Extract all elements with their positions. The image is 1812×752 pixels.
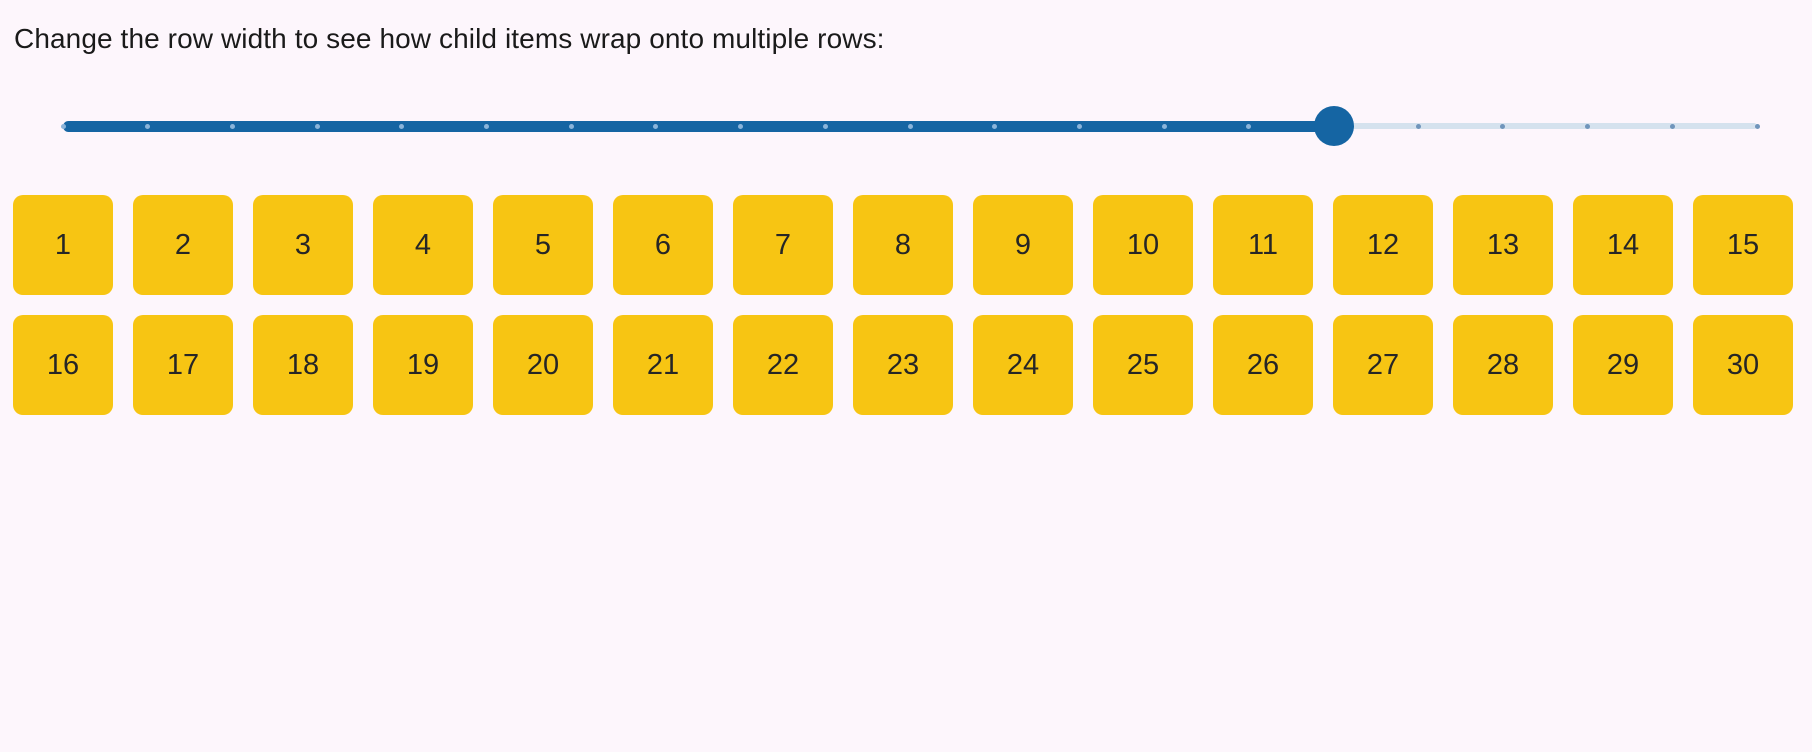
grid-item: 9 [973,195,1073,295]
slider-tick [399,123,405,129]
slider-tick [145,123,151,129]
grid-item: 4 [373,195,473,295]
slider-tick [1754,123,1760,129]
slider-tick [738,123,744,129]
slider-tick [822,123,828,129]
grid-item: 20 [493,315,593,415]
grid-item: 19 [373,315,473,415]
slider-fill[interactable] [63,120,1334,132]
grid-item: 11 [1213,195,1313,295]
grid-item: 22 [733,315,833,415]
grid-item: 25 [1093,315,1193,415]
slider-tick [1500,123,1506,129]
grid-item: 15 [1693,195,1793,295]
grid-item: 5 [493,195,593,295]
grid-item: 26 [1213,315,1313,415]
slider-tick [1246,123,1252,129]
grid-item: 7 [733,195,833,295]
grid-item: 24 [973,315,1073,415]
slider-tick [60,123,66,129]
grid-item: 17 [133,315,233,415]
grid-item: 27 [1333,315,1433,415]
instruction-text: Change the row width to see how child it… [14,23,885,54]
slider-tick [992,123,998,129]
slider-tick [1669,123,1675,129]
grid-item: 8 [853,195,953,295]
grid-item: 2 [133,195,233,295]
grid-item: 6 [613,195,713,295]
slider-tick [568,123,574,129]
grid-item: 30 [1693,315,1793,415]
slider-tick [1415,123,1421,129]
grid-item: 16 [13,315,113,415]
slider-thumb[interactable] [1313,106,1354,146]
grid-item: 18 [253,315,353,415]
slider-tick [907,123,913,129]
slider-tick [229,123,235,129]
grid-item: 23 [853,315,953,415]
slider-tick [314,123,320,129]
slider-tick [1585,123,1591,129]
grid-item: 1 [13,195,113,295]
row-width-slider[interactable] [0,86,1812,166]
grid-item: 13 [1453,195,1553,295]
slider-tick [1076,123,1082,129]
grid-item: 12 [1333,195,1433,295]
slider-tick [1161,123,1167,129]
grid-item: 29 [1573,315,1673,415]
grid-item: 14 [1573,195,1673,295]
grid-item: 3 [253,195,353,295]
grid-item: 10 [1093,195,1193,295]
grid-item: 21 [613,315,713,415]
grid-item: 28 [1453,315,1553,415]
slider-tick [484,123,489,129]
slider-tick [653,123,659,129]
